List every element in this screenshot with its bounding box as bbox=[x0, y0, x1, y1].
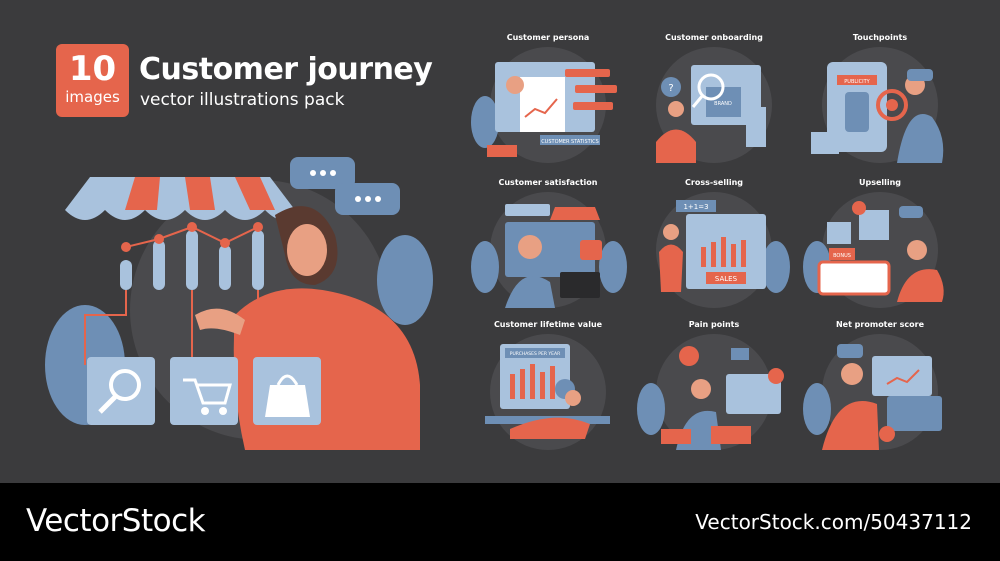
tile-net-promoter-score: Net promoter score bbox=[797, 320, 963, 450]
tile-label: Touchpoints bbox=[852, 33, 908, 42]
tile-illustration bbox=[471, 192, 627, 308]
badge-label: images bbox=[65, 88, 120, 106]
tile-cross-selling: Cross-selling 1+1=3 SALES bbox=[631, 178, 797, 308]
tile-inner-text-2: 1+1=3 bbox=[683, 203, 708, 211]
tile-illustration bbox=[803, 334, 942, 450]
tile-label: Pain points bbox=[688, 320, 740, 329]
tile-customer-lifetime-value: Customer lifetime value PURCHASES PER YE… bbox=[465, 320, 631, 450]
tile-label: Cross-selling bbox=[685, 178, 743, 187]
watermark-footer: VectorStock VectorStock.com/50437112 bbox=[0, 483, 1000, 561]
tile-illustration: CUSTOMER STATISTICS bbox=[471, 47, 617, 163]
image-count-badge: 10 images bbox=[56, 44, 129, 117]
tile-inner-text: SALES bbox=[715, 275, 738, 283]
tile-label: Customer satisfaction bbox=[498, 178, 598, 187]
illustration-canvas: 10 images Customer journey vector illust… bbox=[45, 33, 963, 450]
tile-label: Customer persona bbox=[506, 33, 590, 42]
tile-inner-text: PUBLICITY bbox=[844, 79, 870, 85]
tile-illustration: 1+1=3 SALES bbox=[656, 192, 790, 308]
tile-illustration bbox=[637, 334, 784, 450]
tile-illustration: PURCHASES PER YEAR bbox=[485, 334, 610, 450]
tile-touchpoints: Touchpoints PUBLICITY bbox=[797, 33, 963, 163]
tile-label: Customer onboarding bbox=[665, 33, 763, 42]
tile-pain-points: Pain points bbox=[631, 320, 797, 450]
tile-label: Customer lifetime value bbox=[493, 320, 603, 329]
image-id: VectorStock.com/50437112 bbox=[695, 510, 972, 534]
question-icon: ? bbox=[668, 83, 673, 94]
badge-number: 10 bbox=[68, 49, 117, 89]
tile-inner-text: CUSTOMER STATISTICS bbox=[541, 139, 599, 145]
tile-label: Upselling bbox=[858, 178, 902, 187]
pack-title: Customer journey bbox=[139, 52, 433, 87]
pack-subtitle: vector illustrations pack bbox=[140, 90, 345, 110]
tile-label: Net promoter score bbox=[835, 320, 925, 329]
tile-inner-text: BRAND bbox=[714, 101, 732, 107]
tile-illustration: PUBLICITY bbox=[811, 47, 944, 163]
tile-customer-satisfaction: Customer satisfaction bbox=[465, 178, 631, 308]
tile-upselling: Upselling BONUS bbox=[797, 178, 963, 308]
tile-illustration: BONUS bbox=[803, 192, 944, 308]
tile-customer-persona: Customer persona CUSTOMER STATISTICS bbox=[465, 33, 631, 163]
hero-illustration bbox=[45, 157, 433, 450]
tile-inner-text: BONUS bbox=[833, 253, 851, 259]
tile-illustration: BRAND ? bbox=[656, 47, 772, 163]
tile-inner-text: PURCHASES PER YEAR bbox=[510, 351, 560, 357]
vectorstock-logo: VectorStock bbox=[26, 503, 206, 539]
tile-customer-onboarding: Customer onboarding BRAND ? bbox=[631, 33, 797, 163]
